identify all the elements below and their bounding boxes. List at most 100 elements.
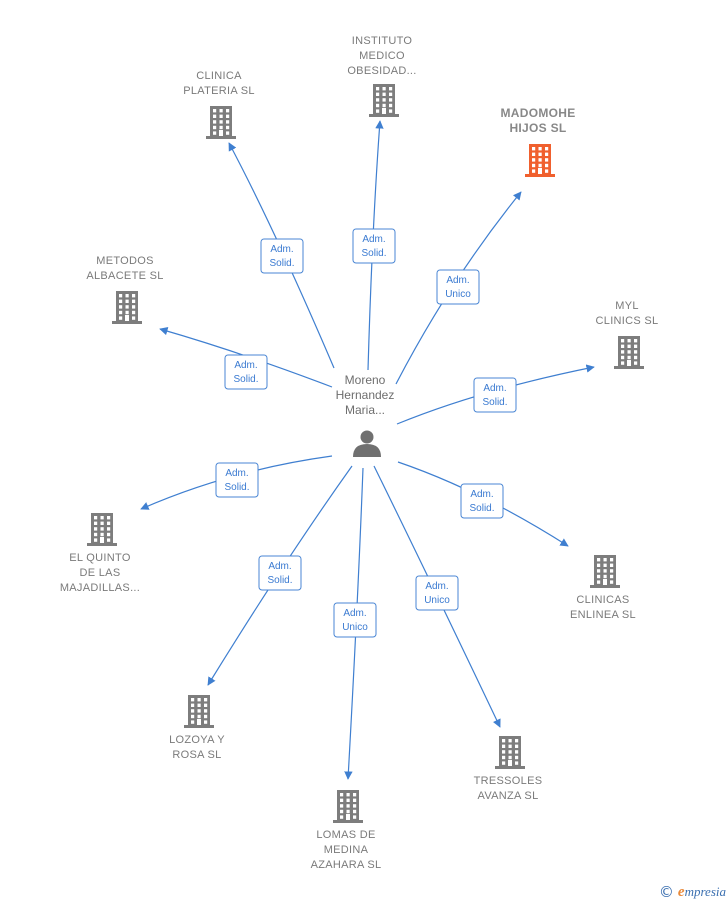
edge-label-el-quinto[interactable]: Adm. Solid. — [215, 462, 259, 498]
company-label-line: DE LAS — [80, 567, 121, 579]
company-node-el-quinto[interactable]: EL QUINTO DE LAS MAJADILLAS... — [60, 513, 140, 594]
edge-label-lozoya[interactable]: Adm. Solid. — [258, 555, 302, 591]
edge-label-line: Solid. — [482, 397, 507, 408]
edge-label-instituto[interactable]: Adm. Solid. — [352, 228, 396, 264]
building-icon[interactable] — [87, 513, 117, 546]
edge-label-metodos[interactable]: Adm. Solid. — [224, 354, 268, 390]
person-label-line: Hernandez — [336, 388, 395, 402]
company-label-line: ENLINEA SL — [570, 609, 636, 621]
company-label-line: TRESSOLES — [474, 775, 543, 787]
company-node-instituto[interactable]: INSTITUTO MEDICO OBESIDAD... — [347, 35, 416, 117]
company-node-lomas[interactable]: LOMAS DE MEDINA AZAHARA SL — [311, 790, 382, 871]
edge-label-tressoles[interactable]: Adm. Unico — [415, 575, 459, 611]
company-label-line: HIJOS SL — [509, 121, 566, 135]
edge-label-box — [333, 602, 377, 638]
edge-label-line: Adm. — [225, 468, 248, 479]
company-label-line: ALBACETE SL — [86, 270, 163, 282]
building-icon[interactable] — [184, 695, 214, 728]
edge-label-line: Solid. — [469, 503, 494, 514]
company-label-line: OBESIDAD... — [347, 65, 416, 77]
nodes-layer: INSTITUTO MEDICO OBESIDAD... CLINICAPLATERI… — [60, 35, 659, 871]
company-label[interactable]: LOMAS DE MEDINA AZAHARA SL — [311, 829, 382, 871]
person-label-line: Moreno — [345, 373, 386, 387]
edge-labels-layer: Adm.Solid.Adm.Solid.Adm.UnicoAdm.Solid.A… — [215, 228, 517, 638]
company-label-line: ROSA SL — [172, 749, 221, 761]
building-icon[interactable] — [590, 555, 620, 588]
company-label-line: MAJADILLAS... — [60, 582, 140, 594]
edge-label-line: Unico — [342, 622, 368, 633]
edge-label-line: Unico — [445, 289, 471, 300]
edge-label-line: Adm. — [343, 608, 366, 619]
company-label-line: MADOMOHE — [500, 106, 575, 120]
company-label-line: PLATERIA SL — [183, 85, 255, 97]
edge-label-box — [260, 238, 304, 274]
edge-label-madomohe[interactable]: Adm. Unico — [436, 269, 480, 305]
edge-label-box — [460, 483, 504, 519]
company-label-line: AVANZA SL — [478, 790, 539, 802]
edge-label-box — [436, 269, 480, 305]
company-label[interactable]: TRESSOLES AVANZA SL — [474, 775, 543, 802]
company-label-line: LOZOYA Y — [169, 734, 225, 746]
edge-label-line: Unico — [424, 595, 450, 606]
company-label-line: EL QUINTO — [69, 552, 131, 564]
edge-label-box — [415, 575, 459, 611]
company-label-line: AZAHARA SL — [311, 859, 382, 871]
person-icon[interactable] — [353, 430, 381, 458]
edge-label-line: Adm. — [483, 383, 506, 394]
building-icon[interactable] — [206, 106, 236, 139]
edge-label-line: Solid. — [269, 258, 294, 269]
person-node[interactable]: MorenoHernandezMaria... — [336, 373, 395, 457]
edge-label-clinicas-enlinea[interactable]: Adm. Solid. — [460, 483, 504, 519]
company-label[interactable]: LOZOYA Y ROSA SL — [169, 734, 225, 761]
edge-label-line: Adm. — [268, 561, 291, 572]
company-label-line: INSTITUTO — [352, 35, 413, 47]
company-label[interactable]: METODOS ALBACETE SL — [86, 255, 163, 282]
company-label[interactable]: INSTITUTO MEDICO OBESIDAD... — [347, 35, 416, 77]
brand-watermark: © empresia — [659, 883, 726, 901]
company-label-line: LOMAS DE — [316, 829, 375, 841]
company-label-line: MYL — [615, 300, 639, 312]
edge-label-line: Adm. — [362, 234, 385, 245]
edge-label-box — [215, 462, 259, 498]
company-label[interactable]: CLINICAS ENLINEA SL — [570, 594, 636, 621]
edge-label-clinica-plateria[interactable]: Adm. Solid. — [260, 238, 304, 274]
building-icon[interactable] — [369, 84, 399, 117]
building-icon[interactable] — [333, 790, 363, 823]
edge-label-box — [473, 377, 517, 413]
edge-label-lomas[interactable]: Adm. Unico — [333, 602, 377, 638]
company-node-tressoles[interactable]: TRESSOLES AVANZA SL — [474, 736, 543, 802]
edge-label-line: Adm. — [425, 581, 448, 592]
edge-label-line: Solid. — [224, 482, 249, 493]
edge-label-line: Solid. — [361, 248, 386, 259]
building-icon[interactable] — [112, 291, 142, 324]
person-label-line: Maria... — [345, 403, 385, 417]
company-node-lozoya[interactable]: LOZOYA Y ROSA SL — [169, 695, 225, 761]
edge-label-line: Adm. — [234, 360, 257, 371]
company-label-line: METODOS — [96, 255, 154, 267]
edge-label-line: Adm. — [446, 275, 469, 286]
company-label[interactable]: EL QUINTO DE LAS MAJADILLAS... — [60, 552, 140, 594]
company-label-line: MEDINA — [324, 844, 369, 856]
edge-label-box — [352, 228, 396, 264]
company-label-line: MEDICO — [359, 50, 405, 62]
building-icon[interactable] — [614, 336, 644, 369]
building-icon[interactable] — [525, 144, 555, 177]
brand-logo-text: empresia — [677, 883, 726, 900]
copyright-symbol: © — [658, 883, 674, 901]
company-node-metodos[interactable]: METODOS ALBACETE SL — [86, 255, 163, 324]
edge-label-line: Adm. — [270, 244, 293, 255]
company-node-clinicas-enlinea[interactable]: CLINICAS ENLINEA SL — [570, 555, 636, 621]
edge-label-line: Solid. — [233, 374, 258, 385]
edge-label-line: Solid. — [267, 575, 292, 586]
edge-label-myl[interactable]: Adm. Solid. — [473, 377, 517, 413]
edge-label-line: Adm. — [470, 489, 493, 500]
company-label-line: CLINICAS — [576, 594, 629, 606]
building-icon[interactable] — [495, 736, 525, 769]
